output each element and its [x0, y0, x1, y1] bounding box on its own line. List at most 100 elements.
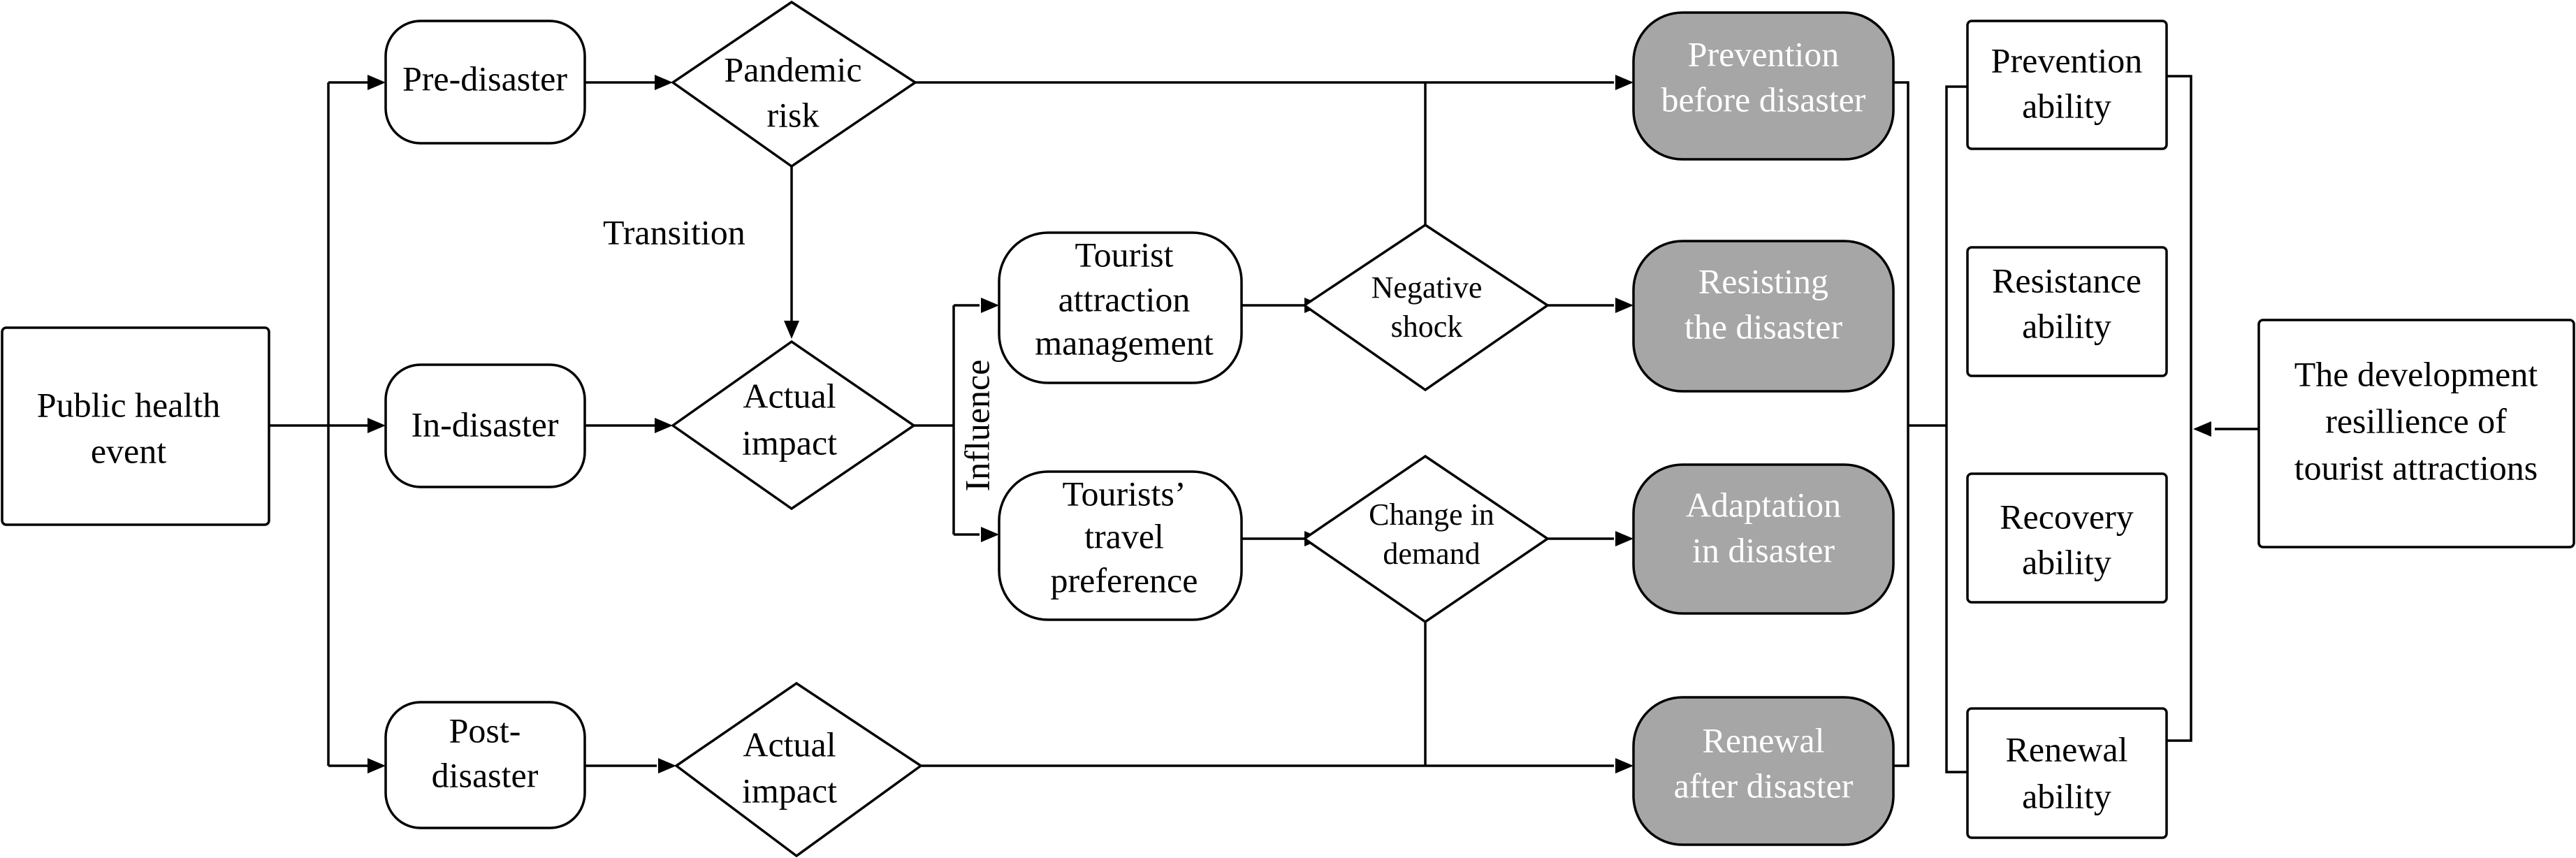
phase-pre-disaster: Pre-disaster [384, 20, 586, 145]
decision-actual-impact-in-shape [670, 340, 917, 511]
arrowhead-pre [368, 75, 386, 90]
decision-pandemic-risk: Pandemic risk [670, 0, 918, 168]
connectors [269, 75, 2259, 773]
ability-resistance-line1: Resistance [1992, 261, 2141, 300]
stage-prevention-line2: before disaster [1661, 80, 1866, 119]
arrowhead-renewal [1615, 758, 1633, 773]
stage-resisting-line1: Resisting [1698, 261, 1828, 300]
decision-actual-impact-post: Actual impact [674, 681, 924, 858]
decision-actual-impact-in-line2: impact [742, 423, 837, 462]
ability-resistance-box [1966, 246, 2168, 377]
phase-pre-box [384, 20, 586, 145]
decision-negative-shock-line2: shock [1391, 310, 1463, 344]
decision-negative-shock-line1: Negative [1371, 270, 1483, 305]
stage-renewal-line2: after disaster [1674, 766, 1854, 805]
ability-recovery: Recovery ability [1966, 472, 2168, 604]
decision-negative-shock: Negative shock [1302, 223, 1550, 392]
arrowhead-in [368, 418, 386, 433]
factor-management-line2: attraction [1058, 279, 1191, 319]
phase-in-label: In-disaster [411, 405, 558, 444]
arrowhead-transition [784, 321, 799, 339]
decision-pandemic-risk-line1: Pandemic [724, 50, 861, 89]
phase-in-disaster: In-disaster [384, 363, 586, 488]
ability-prevention: Prevention ability [1966, 20, 2168, 150]
source-node-public-health-event: Public health event [1, 326, 270, 526]
stage-renewal-line1: Renewal [1703, 720, 1825, 759]
decision-actual-impact-in-line1: Actual [743, 376, 836, 415]
arrowhead-prevention [1615, 75, 1633, 90]
target-node-line1: The development [2294, 354, 2538, 393]
ability-renewal: Renewal ability [1966, 707, 2168, 839]
stage-adaptation-line2: in disaster [1692, 530, 1835, 569]
stage-resisting-the-disaster: Resisting the disaster [1632, 240, 1895, 393]
stage-renewal-box [1632, 696, 1895, 846]
arrowhead-adaptation [1615, 531, 1633, 546]
stage-prevention-before-disaster: Prevention before disaster [1632, 11, 1895, 161]
factor-preference-line2: travel [1084, 516, 1164, 555]
stage-resisting-box [1632, 240, 1895, 393]
ability-prevention-box [1966, 20, 2168, 150]
arrowhead-post [368, 758, 386, 773]
phase-pre-label: Pre-disaster [402, 59, 567, 98]
decision-change-in-demand-line1: Change in [1369, 497, 1494, 532]
source-node-label-line1: Public health [37, 385, 220, 424]
decision-change-in-demand-shape [1302, 454, 1550, 624]
source-node-label-line2: event [91, 431, 166, 470]
source-node-box [1, 326, 270, 526]
edge-label-influence: Influence [957, 360, 996, 492]
ability-recovery-line2: ability [2022, 542, 2111, 581]
decision-pandemic-risk-line2: risk [767, 95, 820, 134]
arrowhead-management [981, 298, 999, 313]
arrowhead-impact-in [655, 418, 673, 433]
ability-resistance-line2: ability [2022, 306, 2111, 345]
target-node-box [2257, 319, 2575, 548]
ability-renewal-line2: ability [2022, 776, 2111, 815]
factor-tourists-travel-preference: Tourists’ travel preference [998, 470, 1243, 621]
ability-recovery-line1: Recovery [2000, 497, 2134, 536]
ability-prevention-line1: Prevention [1991, 41, 2143, 80]
connector-abilities-left-bracket [1945, 85, 1967, 773]
factor-preference-line1: Tourists’ [1062, 474, 1186, 513]
arrowheads [368, 75, 2211, 773]
connector-abilities-right-bracket [2167, 75, 2192, 742]
decision-pandemic-risk-shape [670, 0, 918, 168]
stage-adaptation-in-disaster: Adaptation in disaster [1632, 463, 1895, 615]
arrowhead-target [2193, 421, 2211, 437]
factor-tourist-attraction-management: Tourist attraction management [998, 231, 1243, 384]
decision-negative-shock-shape [1302, 223, 1550, 392]
arrowhead-risk [655, 75, 673, 90]
target-node-line3: tourist attractions [2294, 448, 2538, 487]
phase-in-box [384, 363, 586, 488]
ability-resistance: Resistance ability [1966, 246, 2168, 377]
arrowhead-preference [981, 527, 999, 542]
factor-management-line3: management [1035, 323, 1214, 362]
arrowhead-impact-post [658, 758, 676, 773]
decision-change-in-demand-line2: demand [1383, 537, 1480, 571]
edge-label-transition: Transition [603, 212, 745, 252]
phase-post-disaster: Post- disaster [384, 701, 586, 829]
factor-preference-line3: preference [1051, 560, 1198, 599]
ability-renewal-box [1966, 707, 2168, 839]
stage-renewal-after-disaster: Renewal after disaster [1632, 696, 1895, 846]
factor-management-box [998, 231, 1243, 384]
decision-actual-impact-in: Actual impact [670, 340, 917, 511]
phase-post-box [384, 701, 586, 829]
phase-post-label-line2: disaster [432, 755, 539, 794]
target-node-development-resilience: The development resillience of tourist a… [2257, 319, 2575, 548]
ability-recovery-box [1966, 472, 2168, 604]
decision-actual-impact-post-line2: impact [742, 771, 837, 810]
stage-resisting-line2: the disaster [1684, 307, 1843, 346]
stage-prevention-box [1632, 11, 1895, 161]
stage-adaptation-box [1632, 463, 1895, 615]
ability-prevention-line2: ability [2022, 86, 2111, 125]
factor-management-line1: Tourist [1075, 235, 1174, 274]
ability-renewal-line1: Renewal [2006, 729, 2128, 769]
stage-adaptation-line1: Adaptation [1686, 485, 1841, 524]
factor-preference-box [998, 470, 1243, 621]
decision-actual-impact-post-line1: Actual [743, 725, 836, 764]
decision-change-in-demand: Change in demand [1302, 454, 1550, 624]
arrowhead-resisting [1615, 298, 1633, 313]
target-node-line2: resillience of [2325, 401, 2507, 440]
decision-actual-impact-post-shape [674, 681, 924, 858]
